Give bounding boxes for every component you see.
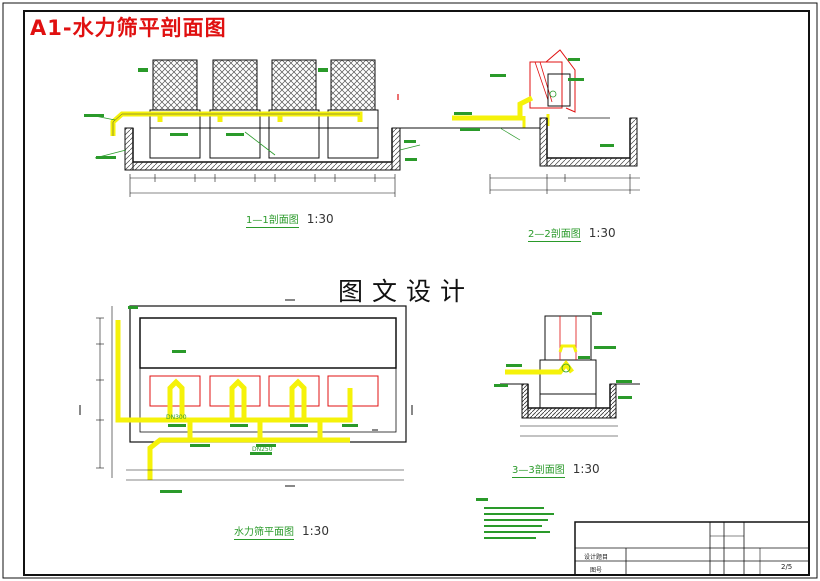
title-block-row-2: 图号 — [590, 567, 603, 574]
plan-view — [79, 299, 413, 493]
caption-section-1-1: 1—1剖面图 1:30 — [246, 208, 334, 228]
caption-section-3-3: 3—3剖面图 1:30 — [512, 458, 600, 478]
section-2-2 — [440, 49, 640, 194]
caption-name: 水力筛平面图 — [234, 527, 294, 540]
notes-block — [476, 498, 554, 539]
inner-border — [23, 10, 810, 576]
pipe-label-dn250: DN250 — [252, 446, 273, 453]
screen-2 — [212, 59, 258, 111]
screen-1 — [152, 59, 198, 111]
page-number: 2/5 — [781, 563, 793, 571]
title-block — [574, 521, 810, 576]
pipe-label-dn300: DN300 — [166, 414, 187, 421]
caption-scale: 1:30 — [588, 226, 616, 240]
caption-scale: 1:30 — [572, 462, 600, 476]
screen-3 — [271, 59, 317, 111]
caption-scale: 1:30 — [306, 212, 334, 226]
screen-4 — [330, 59, 376, 111]
caption-plan-view: 水力筛平面图 1:30 — [234, 520, 329, 540]
caption-name: 1—1剖面图 — [246, 215, 299, 228]
caption-name: 2—2剖面图 — [528, 229, 581, 242]
section-3-3 — [494, 312, 640, 437]
title-block-row-1: 设计题目 — [584, 554, 609, 561]
caption-section-2-2: 2—2剖面图 1:30 — [528, 222, 616, 242]
sheet-title: A1-水力筛平剖面图 — [30, 16, 227, 40]
caption-name: 3—3剖面图 — [512, 465, 565, 478]
watermark-text: 图文设计 — [338, 277, 475, 306]
section-1-1 — [84, 59, 440, 197]
caption-scale: 1:30 — [302, 524, 329, 538]
